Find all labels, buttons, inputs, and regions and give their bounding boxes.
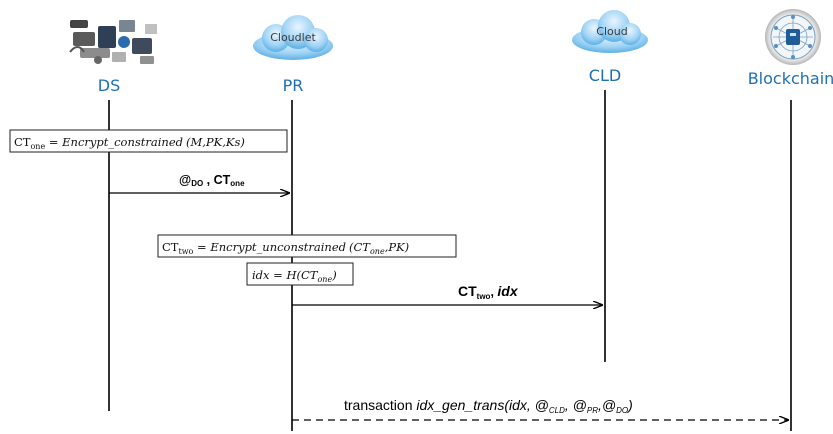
blockchain-label: Blockchain xyxy=(748,69,833,88)
encrypt-constrained-box xyxy=(9,129,288,153)
ds-label: DS xyxy=(98,76,120,95)
message-ds-to-pr-label: @DO , CTone xyxy=(179,173,245,188)
message-pr-to-cld-label: CTtwo, idx xyxy=(458,283,519,301)
encrypt-constrained-formula: CTone = Encrypt_constrained(M,PK,Ks) xyxy=(14,135,245,151)
cloudlet-label: Cloudlet xyxy=(270,31,316,44)
cld-label: CLD xyxy=(589,66,621,85)
pr-label: PR xyxy=(283,76,304,95)
hash-index-box xyxy=(246,262,354,286)
cloud-label: Cloud xyxy=(596,25,627,38)
encrypt-unconstrained-formula: CTtwo = Encrypt_unconstrained(CTone,PK) xyxy=(162,240,409,256)
ds-devices-icon xyxy=(69,20,157,64)
cloudlet-icon xyxy=(253,15,333,60)
encrypt-unconstrained-box xyxy=(157,234,457,258)
cloud-icon xyxy=(572,10,648,53)
hash-index-formula: idx = H(CTone) xyxy=(252,268,337,284)
message-pr-to-blockchain-label: transaction idx_gen_trans(idx, @CLD, @PR… xyxy=(344,397,633,415)
blockchain-network-icon xyxy=(765,9,821,65)
